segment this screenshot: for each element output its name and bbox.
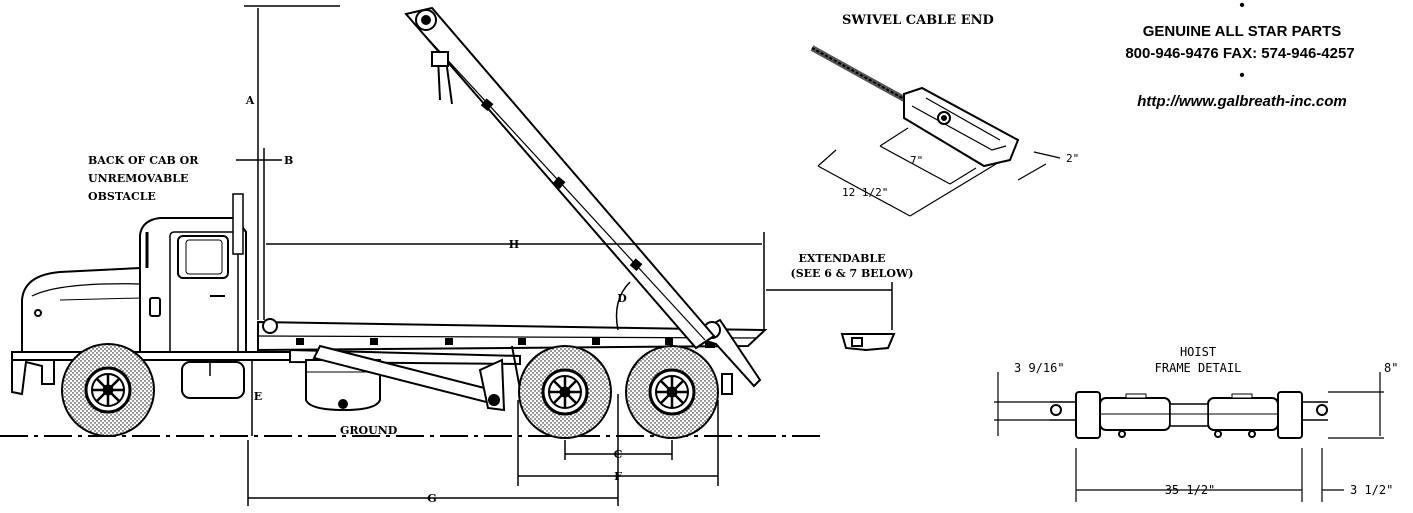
truck-cab — [11, 193, 313, 396]
hoist-arm — [404, 6, 716, 350]
hoist-detail-title-1: HOIST — [1180, 345, 1216, 359]
dim-label-d: D — [617, 292, 627, 305]
hoist-detail-dimension-lines — [994, 372, 1384, 502]
hoist-frame-detail-drawing — [1050, 391, 1328, 439]
rear-wheel-2 — [625, 345, 719, 439]
swivel-dim-length: 12 1/2" — [842, 186, 888, 199]
extendable-tail — [840, 333, 896, 352]
header-bullet-top: • — [1239, 0, 1244, 14]
dim-label-a: A — [245, 94, 255, 107]
website-link[interactable]: http://www.galbreath-inc.com — [1137, 93, 1346, 110]
hoist-dim-right-width: 3 1/2" — [1350, 483, 1393, 497]
dim-label-f: F — [614, 470, 622, 483]
ground-label: GROUND — [340, 424, 398, 437]
hoist-frame — [257, 318, 768, 412]
header-bullet-mid: • — [1239, 67, 1244, 84]
dim-label-h: H — [509, 238, 519, 251]
swivel-dim-width: 2" — [1066, 152, 1079, 165]
swivel-dim-inner: 7" — [910, 154, 923, 167]
cab-obstacle-label-3: OBSTACLE — [88, 190, 156, 203]
phone-fax-line: 800-946-9476 FAX: 574-946-4257 — [1125, 45, 1354, 62]
hoist-detail-title-2: FRAME DETAIL — [1155, 361, 1242, 375]
front-wheel — [61, 343, 155, 437]
hoist-dim-center: 35 1/2" — [1165, 483, 1216, 497]
dim-label-g: G — [427, 492, 436, 505]
extendable-label-1: EXTENDABLE — [798, 252, 885, 265]
company-name: GENUINE ALL STAR PARTS — [1143, 23, 1342, 40]
dim-label-e: E — [254, 390, 262, 403]
hoist-dim-left-height: 3 9/16" — [1014, 361, 1065, 375]
dimension-lines — [236, 5, 893, 506]
swivel-title: SWIVEL CABLE END — [842, 13, 994, 28]
cab-obstacle-label-2: UNREMOVABLE — [88, 172, 188, 185]
dim-label-c: C — [614, 448, 623, 461]
cab-obstacle-label-1: BACK OF CAB OR — [88, 154, 199, 167]
swivel-cable-end-drawing — [810, 45, 1020, 168]
rear-wheel-1 — [518, 345, 612, 439]
dim-label-b: B — [284, 154, 293, 167]
swivel-dimension-lines — [817, 127, 1061, 217]
fuel-tank — [181, 361, 245, 399]
extendable-label-2: (SEE 6 & 7 BELOW) — [790, 267, 913, 280]
hoist-dim-right-height: 8" — [1384, 361, 1398, 375]
